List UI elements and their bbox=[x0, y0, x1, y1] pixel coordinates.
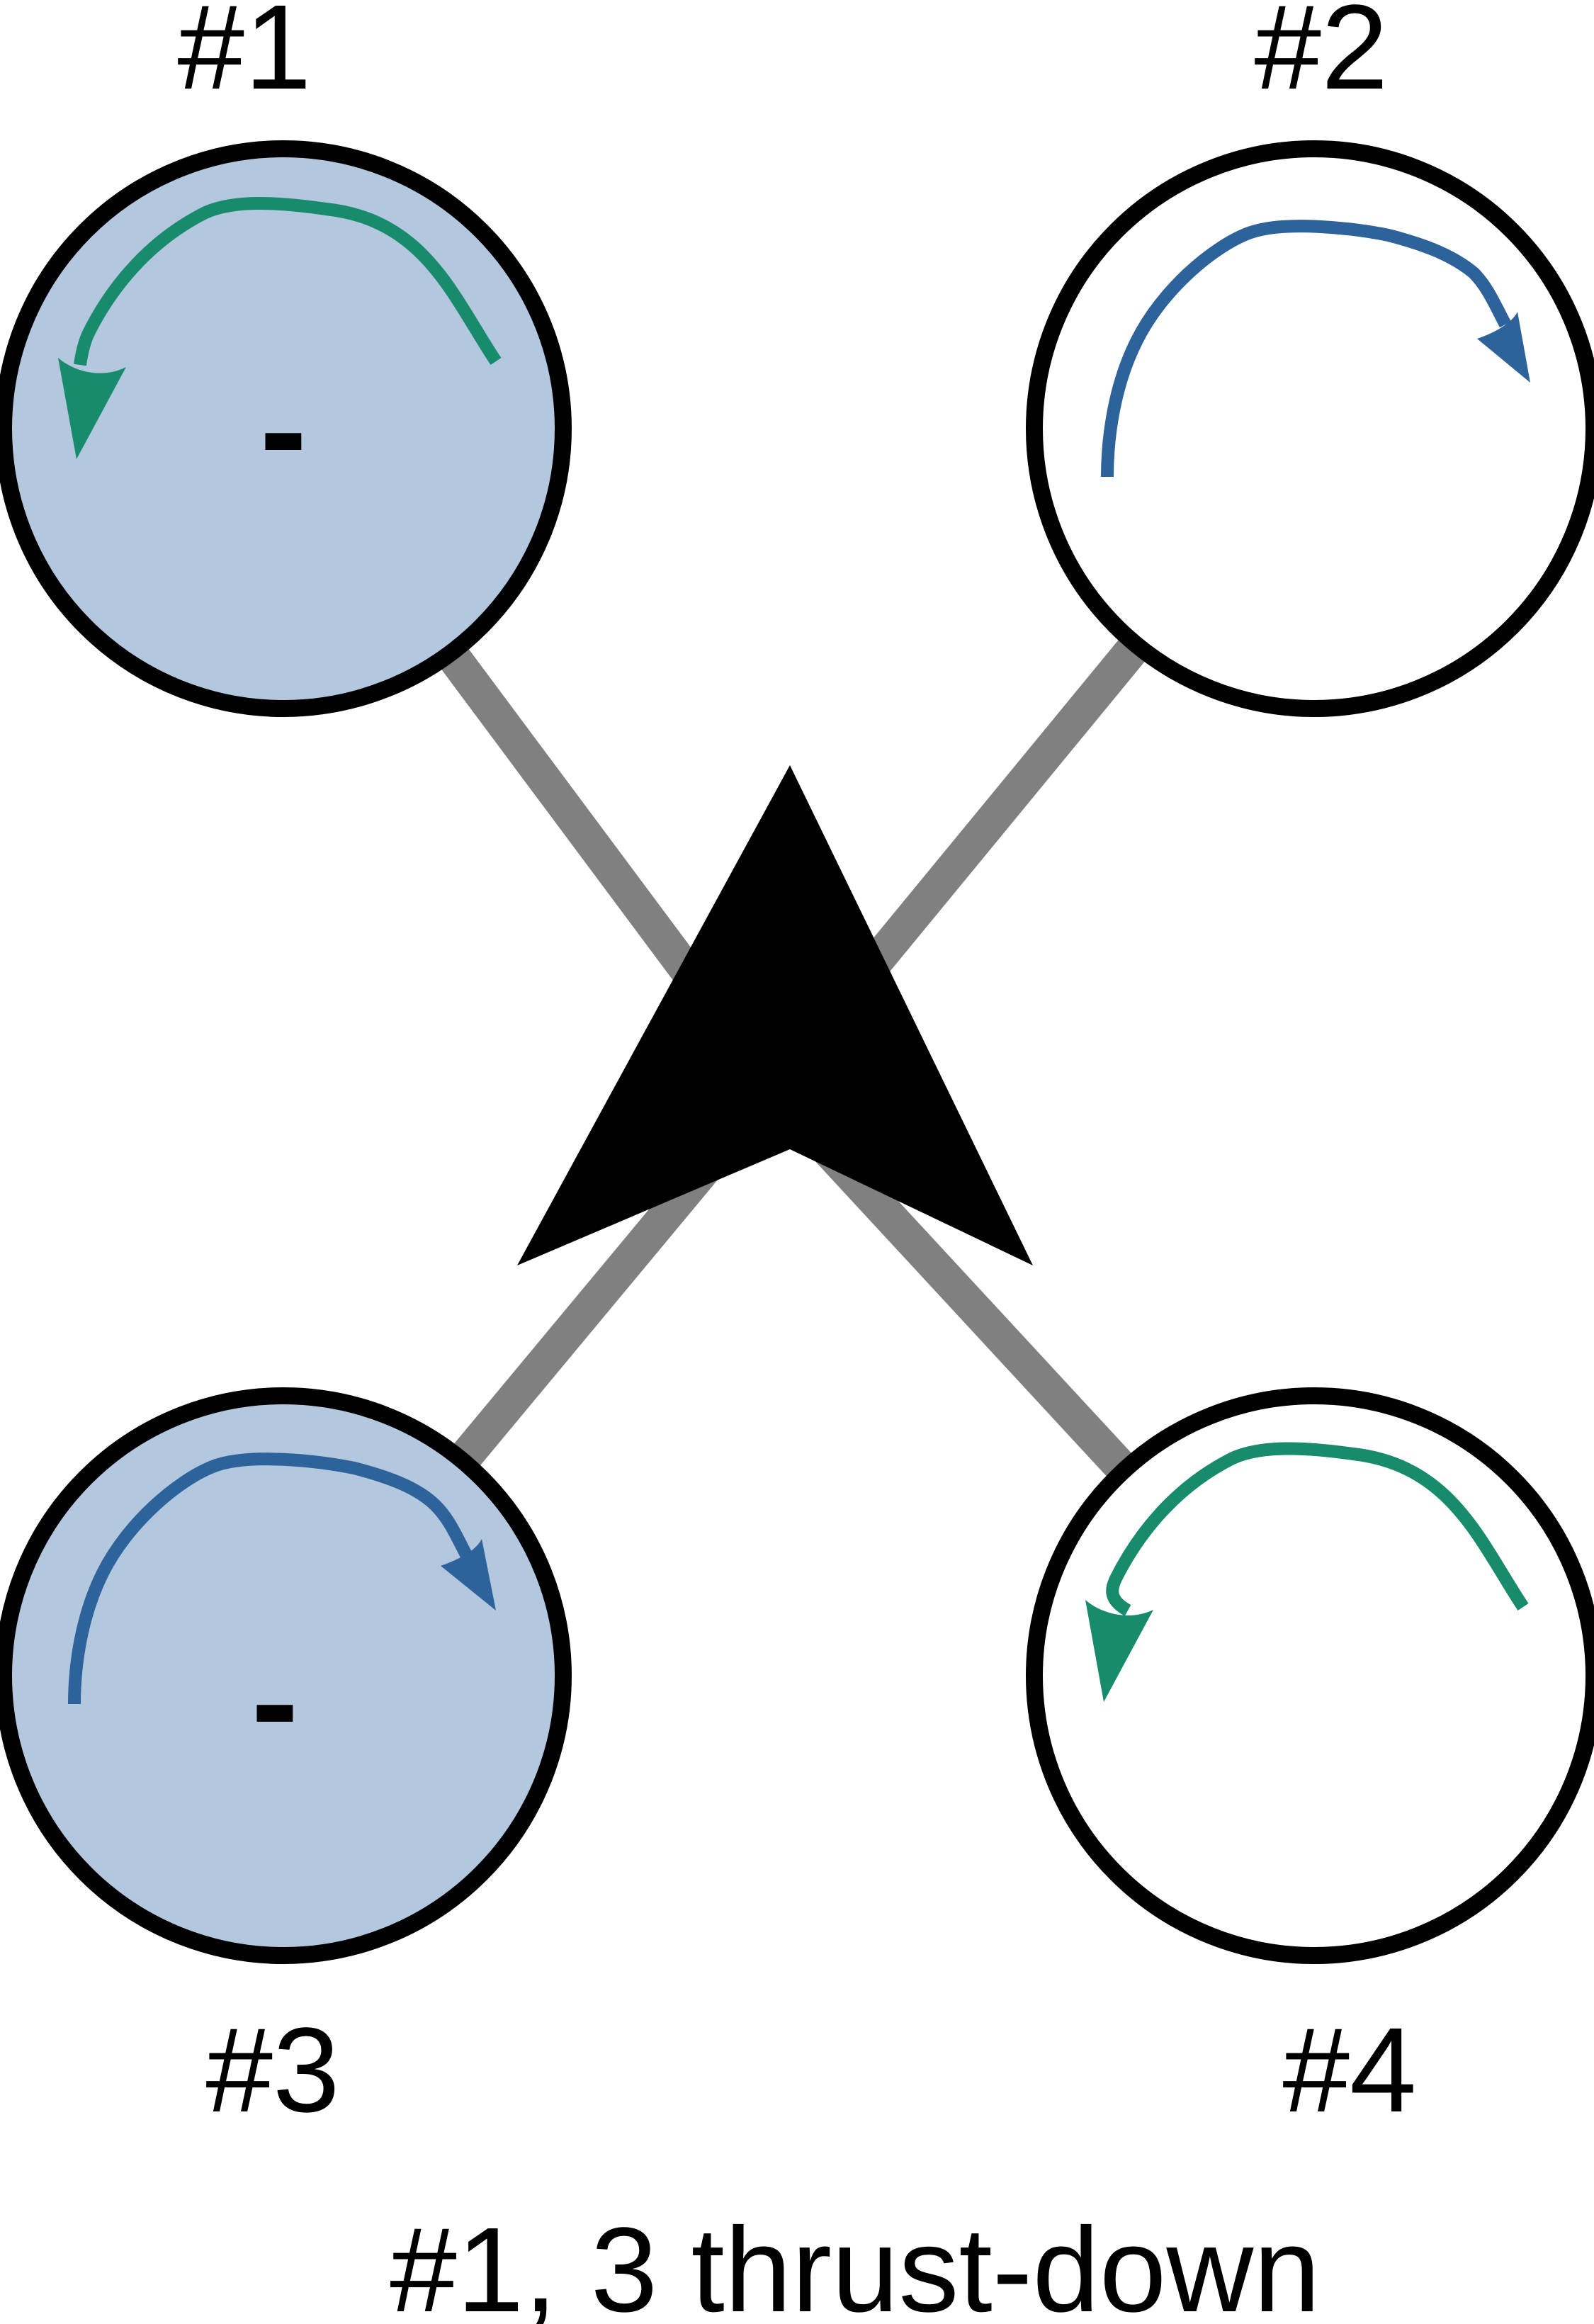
rotor-1-disc bbox=[0, 140, 572, 717]
rotor-2-label: #2 bbox=[1254, 0, 1388, 115]
rotor-1-sign: - bbox=[260, 351, 307, 509]
diagram-caption: #1, 3 thrust-down bbox=[390, 2203, 1321, 2324]
rotor-1-label: #1 bbox=[177, 0, 311, 115]
rotor-4 bbox=[1026, 1387, 1594, 1964]
rotation-arrow-icon bbox=[1106, 1442, 1529, 1616]
rotor-3-label: #3 bbox=[205, 2003, 339, 2138]
rotor-3-sign: - bbox=[251, 1623, 299, 1781]
arrowhead-rotor-3 bbox=[441, 1539, 496, 1611]
rotor-3-disc bbox=[0, 1387, 572, 1964]
arrowhead-rotor-1 bbox=[58, 358, 126, 459]
rotor-4-disc bbox=[1026, 1387, 1594, 1964]
rotation-arrowheads bbox=[58, 312, 1530, 1702]
heading-arrow-icon bbox=[517, 765, 1033, 1265]
rotation-arrow-icon bbox=[74, 197, 502, 366]
arrowhead-rotor-4 bbox=[1085, 1600, 1153, 1702]
rotor-1: - bbox=[0, 140, 572, 717]
rotation-arrow-icon bbox=[1101, 220, 1511, 478]
rotor-3: - bbox=[0, 1387, 572, 1964]
arrowhead-rotor-2 bbox=[1477, 312, 1530, 383]
rotation-arrow-icon bbox=[68, 1452, 473, 1705]
rotor-4-label: #4 bbox=[1282, 2003, 1416, 2138]
rotor-2 bbox=[1026, 140, 1594, 717]
